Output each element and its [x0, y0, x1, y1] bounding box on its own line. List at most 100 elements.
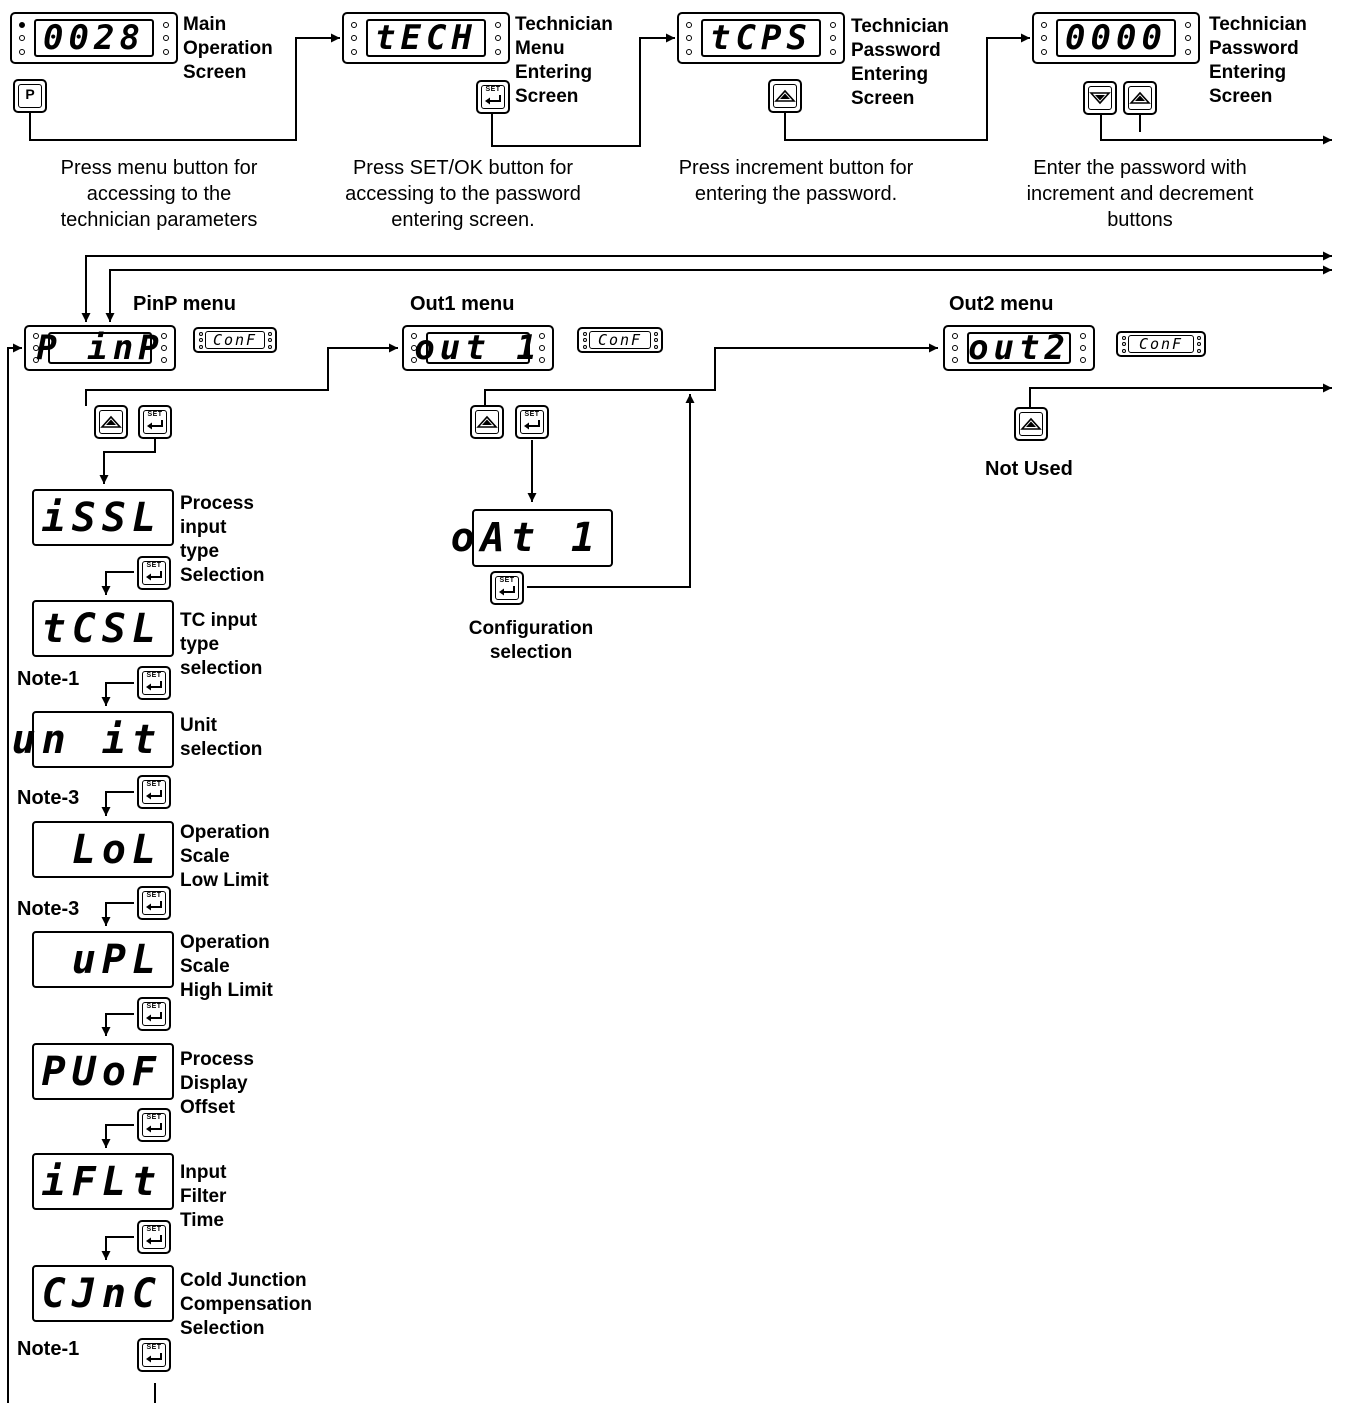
password-entry-display-value: 0000	[1056, 18, 1176, 58]
note-3-label: Note-3	[17, 787, 80, 809]
increment-button[interactable]	[470, 405, 504, 439]
triangle-down-icon	[1089, 92, 1111, 105]
caption-set-button: Press SET/OK button for accessing to the…	[345, 157, 581, 231]
tech-menu-display: tECH	[342, 12, 510, 64]
triangle-up-icon	[100, 415, 122, 428]
set-ok-button[interactable]: SET	[490, 571, 524, 605]
oat1-display: oAt 1	[451, 509, 613, 567]
enter-icon	[146, 901, 162, 911]
out2-conf-display-value: ConF	[1128, 335, 1194, 353]
unit-label: Unit selection	[180, 715, 263, 760]
set-ok-button[interactable]: SET	[137, 1220, 171, 1254]
output-led-indicators	[157, 14, 175, 62]
set-ok-button[interactable]: SET	[137, 997, 171, 1031]
caption-increment-button: Press increment button for entering the …	[678, 157, 914, 205]
set-ok-button[interactable]: SET	[137, 886, 171, 920]
cjnc-display: CJnC	[32, 1265, 174, 1322]
note-1-label: Note-1	[17, 1338, 80, 1360]
main-screen-label: Main Operation Screen	[183, 14, 273, 83]
output-led-indicators	[155, 327, 173, 369]
triangle-up-icon	[1129, 91, 1151, 104]
issl-label: Process input type Selection	[180, 493, 265, 586]
output-led-indicators	[533, 327, 551, 369]
enter-icon	[146, 571, 162, 581]
output-led-indicators	[651, 329, 660, 351]
configuration-selection-label: Configuration selection	[468, 618, 594, 663]
main-display-value: 0028	[34, 18, 154, 58]
enter-icon	[146, 1235, 162, 1245]
enter-icon	[146, 1123, 162, 1133]
status-led-indicators	[27, 327, 45, 369]
output-led-indicators	[1194, 333, 1203, 355]
out1-display-value: out 1	[414, 328, 542, 368]
out2-not-used-label: Not Used	[985, 458, 1073, 480]
tcsl-label: TC input type selection	[180, 610, 263, 679]
set-ok-button[interactable]: SET	[137, 775, 171, 809]
note-3-label: Note-3	[17, 898, 80, 920]
set-ok-button[interactable]: SET	[137, 1108, 171, 1142]
enter-icon	[146, 681, 162, 691]
set-ok-button[interactable]: SET	[137, 556, 171, 590]
output-led-indicators	[1074, 327, 1092, 369]
caption-menu-button: Press menu button for accessing to the t…	[60, 157, 258, 231]
output-led-indicators	[1179, 14, 1197, 62]
set-ok-button[interactable]: SET	[138, 405, 172, 439]
decrement-button[interactable]	[1083, 81, 1117, 115]
status-led-indicators	[580, 329, 589, 351]
pinp-conf-display: ConF	[193, 327, 277, 353]
enter-icon	[524, 420, 540, 430]
out1-menu-title: Out1 menu	[410, 293, 515, 315]
lol-display: LoL	[32, 821, 174, 878]
set-ok-button[interactable]: SET	[515, 405, 549, 439]
output-led-indicators	[489, 14, 507, 62]
out2-display: out2	[943, 325, 1095, 371]
unit-display: un it	[12, 711, 174, 768]
menu-p-button[interactable]: P	[13, 79, 47, 113]
status-led-indicators	[1119, 333, 1128, 355]
out1-display: out 1	[402, 325, 554, 371]
status-led-indicators	[946, 327, 964, 369]
increment-button[interactable]	[94, 405, 128, 439]
tech-menu-display-value: tECH	[366, 18, 486, 58]
enter-icon	[147, 420, 163, 430]
password-entry-label: Technician Password Entering Screen	[1209, 14, 1307, 107]
lol-label: Operation Scale Low Limit	[180, 822, 270, 891]
issl-display: iSSL	[32, 489, 174, 546]
status-led-indicators	[13, 14, 31, 62]
enter-icon	[146, 1012, 162, 1022]
out1-conf-display-value: ConF	[589, 331, 651, 349]
status-led-indicators	[345, 14, 363, 62]
status-led-indicators	[196, 329, 205, 351]
puof-label: Process Display Offset	[180, 1049, 254, 1118]
out2-menu-title: Out2 menu	[949, 293, 1054, 315]
enter-icon	[146, 1353, 162, 1363]
tech-password-display: tCPS	[677, 12, 845, 64]
set-ok-button[interactable]: SET	[137, 666, 171, 700]
cjnc-label: Cold Junction Compensation Selection	[180, 1270, 312, 1339]
output-led-indicators	[265, 329, 274, 351]
out2-conf-display: ConF	[1116, 331, 1206, 357]
increment-button[interactable]	[768, 79, 802, 113]
password-entry-display: 0000	[1032, 12, 1200, 64]
triangle-up-icon	[774, 89, 796, 102]
enter-icon	[499, 586, 515, 596]
puof-display: PUoF	[32, 1043, 174, 1100]
output-led-indicators	[824, 14, 842, 62]
triangle-up-icon	[1020, 417, 1042, 430]
iflt-display: iFLt	[32, 1153, 174, 1210]
increment-button[interactable]	[1014, 407, 1048, 441]
upl-label: Operation Scale High Limit	[180, 932, 273, 1001]
increment-button[interactable]	[1123, 81, 1157, 115]
enter-icon	[485, 95, 501, 105]
iflt-label: Input Filter Time	[180, 1162, 227, 1231]
triangle-up-icon	[476, 415, 498, 428]
set-ok-button[interactable]: SET	[137, 1338, 171, 1372]
note-1-label: Note-1	[17, 668, 80, 690]
caption-enter-password: Enter the password with increment and de…	[1026, 157, 1254, 231]
set-ok-button[interactable]: SET	[476, 80, 510, 114]
out2-display-value: out2	[967, 328, 1071, 368]
tech-password-label: Technician Password Entering Screen	[851, 16, 949, 109]
tcsl-display: tCSL	[32, 600, 174, 657]
pinp-display-value: P inP	[36, 328, 164, 368]
